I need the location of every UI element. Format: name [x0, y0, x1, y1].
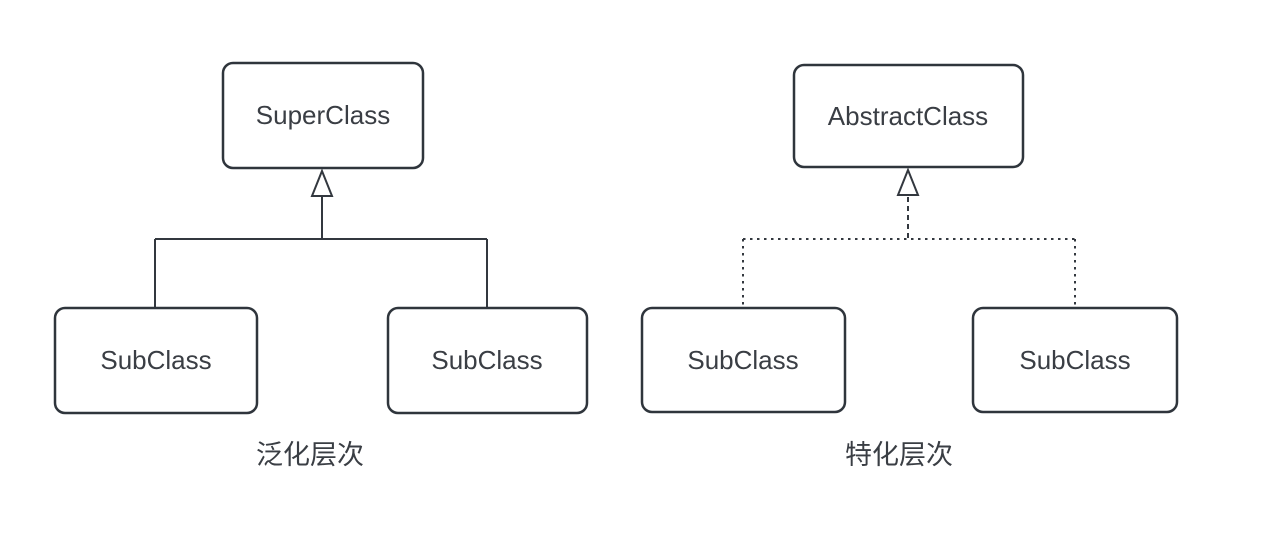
node-subclass-right-label: SubClass: [431, 345, 542, 375]
node-subclass-left: SubClass: [53, 306, 259, 415]
node-subclass-left-2-box: [640, 306, 847, 414]
node-subclass-right-2: SubClass: [971, 306, 1179, 414]
specialization-hierarchy-group: AbstractClass SubClass SubClass 特化层次: [640, 63, 1179, 470]
node-abstractclass-box: [792, 63, 1025, 169]
node-abstractclass-label: AbstractClass: [828, 101, 988, 131]
caption-generalization: 泛化层次: [256, 440, 364, 470]
node-superclass-box: [221, 61, 425, 170]
node-subclass-right-box: [386, 306, 589, 415]
generalization-hierarchy-group: SuperClass SubClass SubClass 泛化层次: [53, 61, 589, 470]
node-subclass-right-2-box: [971, 306, 1179, 414]
specialization-arrowhead-icon: [896, 167, 920, 196]
node-superclass: SuperClass: [221, 61, 425, 170]
generalization-arrowhead-icon: [310, 168, 334, 197]
node-subclass-left-label: SubClass: [100, 345, 211, 375]
node-subclass-left-2: SubClass: [640, 306, 847, 414]
node-subclass-left-2-label: SubClass: [687, 345, 798, 375]
node-subclass-right: SubClass: [386, 306, 589, 415]
caption-specialization: 特化层次: [845, 440, 953, 470]
node-subclass-left-box: [53, 306, 259, 415]
node-subclass-right-2-label: SubClass: [1019, 345, 1130, 375]
node-superclass-label: SuperClass: [256, 100, 390, 130]
node-abstractclass: AbstractClass: [792, 63, 1025, 169]
